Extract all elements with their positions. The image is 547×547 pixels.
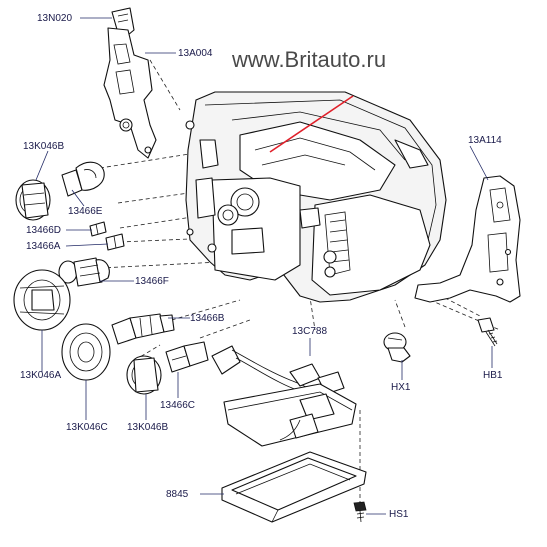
bulb-13466d bbox=[89, 221, 107, 237]
callout-13k046c: 13K046C bbox=[66, 422, 108, 433]
callout-hs1: HS1 bbox=[389, 509, 409, 520]
bulb-13466e bbox=[61, 161, 105, 197]
callout-13466b: 13466B bbox=[190, 313, 225, 324]
callout-labels: 13N020 13A004 13K046B 13466E 13466D 1346… bbox=[20, 13, 503, 520]
bulb-13466c bbox=[165, 341, 209, 373]
hs1-screw-part bbox=[353, 501, 367, 523]
callout-13466e: 13466E bbox=[68, 206, 103, 217]
callout-13k046a: 13K046A bbox=[20, 370, 61, 381]
callout-13a004: 13A004 bbox=[178, 48, 213, 59]
hx1-clip-part bbox=[383, 332, 411, 363]
headlamp-housing bbox=[185, 91, 447, 303]
bulb-13466f bbox=[58, 257, 110, 287]
callout-13466d: 13466D bbox=[26, 225, 61, 236]
callout-8845: 8845 bbox=[166, 489, 189, 500]
bulb-cover-13k046c bbox=[61, 323, 111, 381]
upper-mounting-bracket bbox=[103, 7, 157, 159]
callout-13466f: 13466F bbox=[135, 276, 169, 287]
callout-13c788: 13C788 bbox=[292, 326, 327, 337]
callout-13466a: 13466A bbox=[26, 241, 61, 252]
bulb-cover-13k046b-bottom bbox=[126, 355, 162, 395]
watermark-text: www.Britauto.ru bbox=[231, 47, 386, 72]
bulb-cover-13k046b-top bbox=[15, 179, 51, 221]
side-mounting-bracket bbox=[414, 175, 521, 303]
hb1-bolt-part bbox=[477, 317, 498, 347]
callout-leaders bbox=[35, 17, 493, 515]
bulb-cover-13k046a bbox=[13, 269, 71, 331]
callout-13k046b-top: 13K046B bbox=[23, 141, 64, 152]
bulb-13466b bbox=[111, 313, 175, 345]
callout-13n020: 13N020 bbox=[37, 13, 72, 24]
callout-hb1: HB1 bbox=[483, 370, 503, 381]
callout-13k046b-bottom: 13K046B bbox=[127, 422, 168, 433]
lamp-base-tray-8845 bbox=[221, 451, 367, 523]
bulb-13466a bbox=[105, 233, 125, 251]
callout-hx1: HX1 bbox=[391, 382, 411, 393]
callout-13466c: 13466C bbox=[160, 400, 195, 411]
wiring-harness-13c788 bbox=[211, 345, 357, 447]
callout-13a114: 13A114 bbox=[468, 135, 502, 146]
highlight-line bbox=[269, 95, 354, 153]
